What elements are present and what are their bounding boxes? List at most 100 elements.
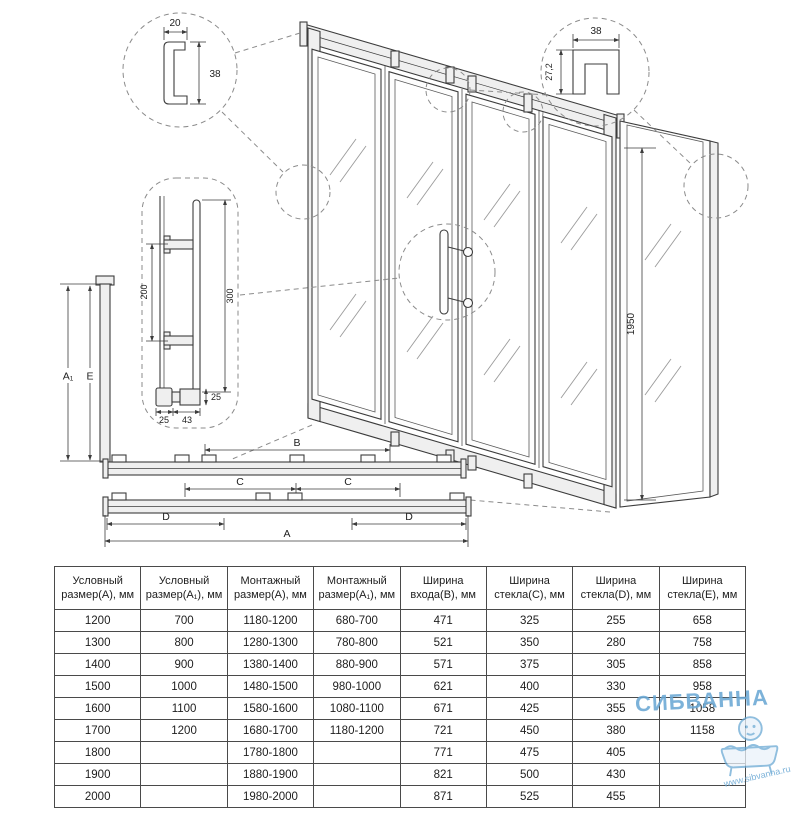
dim-label-43: 43 (182, 415, 192, 425)
table-cell: 900 (140, 653, 228, 676)
table-cell: 350 (485, 631, 574, 654)
dim-label-C2: C (344, 476, 352, 488)
table-cell: 2000 (53, 785, 142, 808)
table-cell: 450 (485, 719, 574, 742)
dim-label-25-knob: 25 (211, 392, 221, 402)
table-cell: 1300 (53, 631, 142, 654)
table-cell (658, 741, 747, 764)
detail-handle-front (398, 223, 496, 321)
table-cell: 958 (658, 675, 747, 698)
table-cell: 858 (658, 653, 747, 676)
table-cell: 621 (399, 675, 487, 698)
column-header: Монтажный размер(A), мм (226, 566, 315, 610)
table-cell: 1058 (658, 697, 747, 720)
table-cell: 680-700 (313, 609, 401, 632)
table-cell: 1880-1900 (226, 763, 315, 786)
table-cell: 1200 (53, 609, 142, 632)
detail-handle: 200 300 25 25 43 (139, 177, 239, 429)
table-cell (313, 763, 401, 786)
table-cell (313, 741, 401, 764)
table-cell: 1380-1400 (226, 653, 315, 676)
shower-door-assembly (299, 21, 625, 509)
table-cell: 330 (572, 675, 660, 698)
detail-wall-profile: 20 38 (122, 12, 238, 128)
table-cell: 1000 (140, 675, 228, 698)
table-cell: 721 (399, 719, 487, 742)
table-cell: 871 (399, 785, 487, 808)
dim-label-200: 200 (139, 284, 149, 299)
table-cell: 800 (140, 631, 228, 654)
table-cell: 980-1000 (313, 675, 401, 698)
table-cell: 1080-1100 (313, 697, 401, 720)
table-cell: 1180-1200 (226, 609, 315, 632)
table-cell: 771 (399, 741, 487, 764)
table-cell: 405 (572, 741, 660, 764)
height-dimension: 1950 (624, 147, 656, 501)
column-header: Условный размер(A), мм (53, 566, 142, 610)
table-cell (313, 785, 401, 808)
leader-lines (221, 32, 749, 513)
table-cell (658, 785, 747, 808)
table-cell: 325 (485, 609, 574, 632)
dim-label-D2: D (405, 511, 413, 523)
column-header: Монтажный размер(A₁), мм (313, 566, 401, 610)
detail-rail-profile: 38 27,2 (540, 17, 650, 127)
table-cell (658, 763, 747, 786)
table-cell: 1200 (140, 719, 228, 742)
table-cell: 305 (572, 653, 660, 676)
table-cell: 430 (572, 763, 660, 786)
dim-label-38-rail: 38 (590, 26, 602, 37)
table-cell: 400 (485, 675, 574, 698)
table-cell: 1900 (53, 763, 142, 786)
table-cell: 425 (485, 697, 574, 720)
table-cell: 1980-2000 (226, 785, 315, 808)
column-header: Ширина стекла(E), мм (658, 566, 747, 610)
table-cell: 1500 (53, 675, 142, 698)
table-cell: 658 (658, 609, 747, 632)
table-cell: 525 (485, 785, 574, 808)
table-cell: 255 (572, 609, 660, 632)
dim-label-300: 300 (225, 288, 235, 303)
table-cell: 455 (572, 785, 660, 808)
dim-label-E: E (86, 371, 93, 383)
table-cell: 475 (485, 741, 574, 764)
left-dimension-lines: A₁ E (57, 275, 115, 463)
table-cell: 280 (572, 631, 660, 654)
table-cell: 1158 (658, 719, 747, 742)
table-cell: 471 (399, 609, 487, 632)
table-cell: 1800 (53, 741, 142, 764)
dim-label-38-wall: 38 (209, 69, 221, 80)
table-cell: 1480-1500 (226, 675, 315, 698)
table-cell: 355 (572, 697, 660, 720)
dim-label-A1: A₁ (63, 371, 74, 383)
dim-label-25b: 25 (159, 415, 169, 425)
table-cell: 1100 (140, 697, 228, 720)
dim-label-C1: C (236, 476, 244, 488)
dim-label-27-2: 27,2 (544, 63, 554, 81)
width-dimension-diagram: B C C D D (102, 437, 472, 547)
technical-drawing: 1950 20 38 38 27,2 (57, 12, 749, 547)
table-cell (140, 763, 228, 786)
table-cell: 375 (485, 653, 574, 676)
table-cell: 1180-1200 (313, 719, 401, 742)
table-cell: 1580-1600 (226, 697, 315, 720)
dim-label-D1: D (162, 511, 170, 523)
table-cell: 758 (658, 631, 747, 654)
table-cell: 1680-1700 (226, 719, 315, 742)
table-cell: 500 (485, 763, 574, 786)
table-cell: 880-900 (313, 653, 401, 676)
column-header: Ширина стекла(D), мм (572, 566, 660, 610)
table-cell: 380 (572, 719, 660, 742)
table-cell: 1780-1800 (226, 741, 315, 764)
table-cell: 1600 (53, 697, 142, 720)
